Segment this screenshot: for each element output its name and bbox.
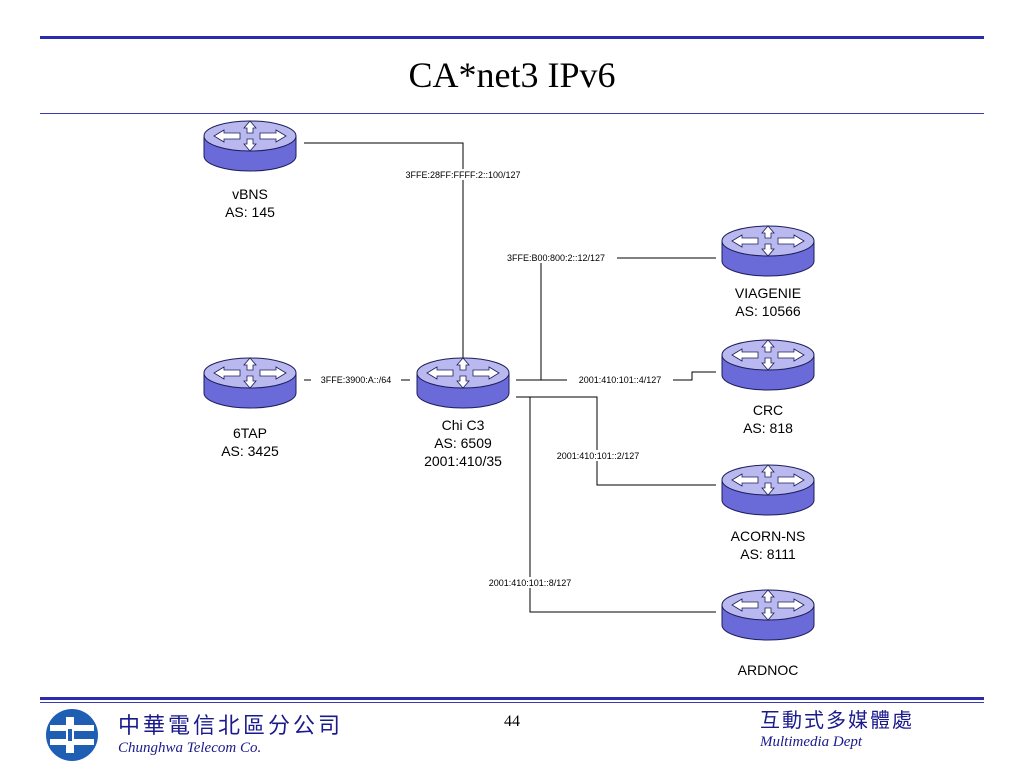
- chunghwa-logo-icon: [46, 709, 98, 761]
- router-icon: [721, 225, 815, 277]
- company-name-zh: 中華電信北區分公司: [118, 714, 344, 739]
- svg-text:AS: 818: AS: 818: [743, 420, 793, 436]
- link-label-vbns: 3FFE:28FF:FFFF:2::100/127: [392, 169, 534, 180]
- link-chi-c3-vbns: [304, 142, 464, 368]
- footer-rule: [40, 697, 984, 700]
- svg-text:3FFE:B00:800:2::12/127: 3FFE:B00:800:2::12/127: [507, 253, 605, 263]
- top-rule: [40, 36, 984, 39]
- department-name-zh: 互動式多媒體處: [760, 708, 914, 732]
- router-ardnoc: ARDNOC: [721, 589, 815, 678]
- router-icon: [203, 120, 297, 172]
- router-acorn-ns: ACORN-NS AS: 8111: [721, 464, 815, 562]
- svg-text:AS: 6509: AS: 6509: [434, 435, 492, 451]
- department-name-en: Multimedia Dept: [760, 734, 863, 750]
- svg-text:2001:410:101::2/127: 2001:410:101::2/127: [557, 451, 640, 461]
- router-vbns: vBNS AS: 145: [203, 120, 297, 220]
- svg-text:ARDNOC: ARDNOC: [738, 662, 799, 678]
- svg-text:2001:410:101::8/127: 2001:410:101::8/127: [489, 578, 572, 588]
- slide-title: CA*net3 IPv6: [408, 55, 616, 95]
- link-label-acorn-ns: 2001:410:101::2/127: [545, 450, 651, 461]
- svg-text:2001:410:101::4/127: 2001:410:101::4/127: [579, 375, 662, 385]
- svg-text:VIAGENIE: VIAGENIE: [735, 285, 801, 301]
- svg-text:AS: 3425: AS: 3425: [221, 443, 279, 459]
- svg-text:AS: 145: AS: 145: [225, 204, 275, 220]
- svg-text:Chi C3: Chi C3: [442, 417, 485, 433]
- svg-text:ACORN-NS: ACORN-NS: [731, 528, 806, 544]
- router-crc: CRC AS: 818: [721, 339, 815, 436]
- link-label-6tap: 3FFE:3900:A::/64: [311, 374, 401, 385]
- link-label-viagenie: 3FFE:B00:800:2::12/127: [495, 252, 617, 263]
- link-chi-c3-viagenie: [540, 257, 716, 380]
- router-icon: [416, 357, 510, 409]
- svg-text:6TAP: 6TAP: [233, 425, 267, 441]
- svg-text:AS: 8111: AS: 8111: [740, 546, 796, 562]
- router-viagenie: VIAGENIE AS: 10566: [721, 225, 815, 319]
- svg-text:CRC: CRC: [753, 402, 783, 418]
- router-6tap: 6TAP AS: 3425: [203, 357, 297, 459]
- svg-text:3FFE:3900:A::/64: 3FFE:3900:A::/64: [321, 375, 392, 385]
- network-diagram: 3FFE:28FF:FFFF:2::100/127 3FFE:B00:800:2…: [203, 120, 815, 678]
- router-icon: [721, 464, 815, 516]
- router-icon: [721, 589, 815, 641]
- company-name-en: Chunghwa Telecom Co.: [118, 740, 262, 756]
- router-chi-c3: Chi C3 AS: 6509 2001:410/35: [416, 357, 510, 469]
- svg-text:AS: 10566: AS: 10566: [735, 303, 801, 319]
- router-icon: [203, 357, 297, 409]
- link-label-crc: 2001:410:101::4/127: [567, 374, 673, 385]
- link-chi-c3-acorn-ns: [516, 396, 716, 486]
- svg-text:vBNS: vBNS: [232, 186, 268, 202]
- svg-text:3FFE:28FF:FFFF:2::100/127: 3FFE:28FF:FFFF:2::100/127: [405, 170, 520, 180]
- link-chi-c3-ardnoc: [529, 397, 716, 613]
- page-number: 44: [504, 713, 520, 730]
- svg-text:2001:410/35: 2001:410/35: [424, 453, 502, 469]
- title-rule: [40, 113, 984, 114]
- router-icon: [721, 339, 815, 391]
- footer-rule-thin: [40, 702, 984, 703]
- link-label-ardnoc: 2001:410:101::8/127: [477, 577, 583, 588]
